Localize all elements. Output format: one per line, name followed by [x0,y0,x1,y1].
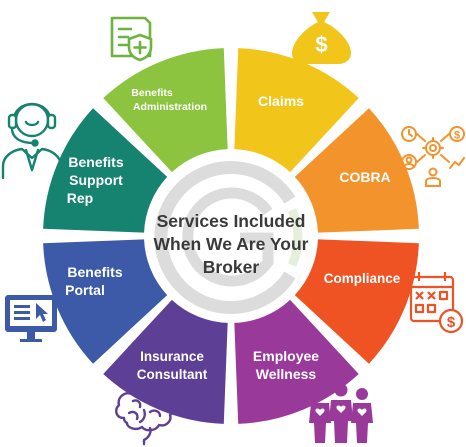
center-disc [147,152,315,320]
label-benefits-administration-line-2: Administration [133,101,207,113]
label-claims-line-1: Claims [258,93,304,109]
label-compliance: Compliance [324,271,401,286]
label-benefits-portal-line-1: Benefits [67,264,122,280]
label-benefits-portal: Benefits Portal [65,264,123,298]
label-insurance-consultant-line-2: Consultant [137,367,208,382]
label-benefits-administration-line-1: Benefits [131,87,173,99]
logo-watermark [154,161,303,314]
process-cycle-icon: $ [401,126,465,187]
label-benefits-support-rep-line-2: Support [69,172,123,188]
label-benefits-support-rep: Benefits Support Rep [67,154,124,206]
logo-arc-accent [287,208,303,267]
label-employee-wellness: Employee Wellness [253,348,319,382]
segment-ring [43,48,419,424]
segment-claims [234,48,359,173]
svg-text:$: $ [315,32,327,57]
center-title: Services Included When We Are Your Broke… [154,211,309,277]
segment-benefits-support-rep [43,108,168,233]
svg-text:$: $ [454,130,460,142]
label-cobra-line-1: COBRA [339,169,390,185]
shield-document-icon [110,16,153,62]
calendar-dollar-icon: $ [409,272,464,334]
label-insurance-consultant-line-1: Insurance [140,349,204,364]
segment-compliance [294,239,419,364]
label-cobra: COBRA [339,169,390,185]
label-employee-wellness-line-2: Wellness [256,366,317,382]
label-employee-wellness-line-1: Employee [253,348,319,364]
segment-cobra [294,108,419,233]
label-insurance-consultant: Insurance Consultant [137,349,208,382]
logo-arc-inner [182,187,274,287]
money-bag-icon: $ [292,12,351,64]
brain-icon [115,386,175,446]
segment-insurance-consultant [103,299,228,424]
computer-monitor-icon [5,295,57,342]
segment-employee-wellness [234,299,359,424]
label-benefits-portal-line-2: Portal [65,282,105,298]
label-compliance-line-1: Compliance [324,271,401,286]
svg-text:$: $ [447,314,456,331]
segment-benefits-administration [103,48,228,173]
label-benefits-support-rep-line-1: Benefits [68,154,123,170]
center-title-line-1: Services Included [157,211,306,231]
segment-benefits-portal [43,239,168,364]
logo-arc-outer [154,161,296,314]
label-claims: Claims [258,93,304,109]
center-title-line-3: Broker [203,257,260,277]
headset-agent-icon [1,102,63,180]
wellness-people-icon [309,383,373,443]
center-title-line-2: When We Are Your [154,234,309,254]
label-benefits-administration: Benefits Administration [131,87,207,113]
label-benefits-support-rep-line-3: Rep [67,190,93,206]
